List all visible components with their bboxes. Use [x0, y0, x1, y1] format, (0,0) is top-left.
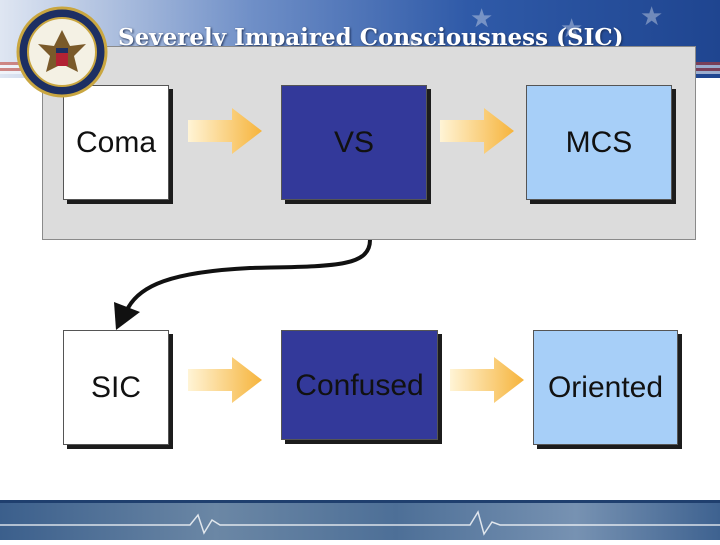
- star-icon: ★: [640, 2, 664, 32]
- arrow-coma-to-vs: [188, 108, 262, 154]
- node-coma: Coma: [63, 85, 169, 200]
- node-sic-label: SIC: [90, 370, 141, 404]
- node-oriented-label: Oriented: [547, 370, 664, 404]
- heartbeat-line-icon: [0, 510, 720, 536]
- node-mcs-label: MCS: [565, 125, 633, 159]
- star-icon: ★: [560, 14, 584, 44]
- node-coma-label: Coma: [75, 125, 157, 159]
- arrow-sic-to-confused: [188, 357, 262, 403]
- node-mcs: MCS: [526, 85, 672, 200]
- arrow-confused-to-oriented: [450, 357, 524, 403]
- footer-divider: [0, 500, 720, 503]
- footer-photo-strip: [0, 500, 720, 540]
- node-confused: Confused: [281, 330, 438, 440]
- star-icon: ★: [470, 4, 494, 34]
- arrow-vs-to-mcs: [440, 108, 514, 154]
- va-seal-icon: [16, 6, 108, 98]
- node-vs: VS: [281, 85, 427, 200]
- node-sic: SIC: [63, 330, 169, 445]
- node-vs-label: VS: [333, 125, 375, 159]
- node-oriented: Oriented: [533, 330, 678, 445]
- node-confused-label: Confused: [295, 369, 424, 402]
